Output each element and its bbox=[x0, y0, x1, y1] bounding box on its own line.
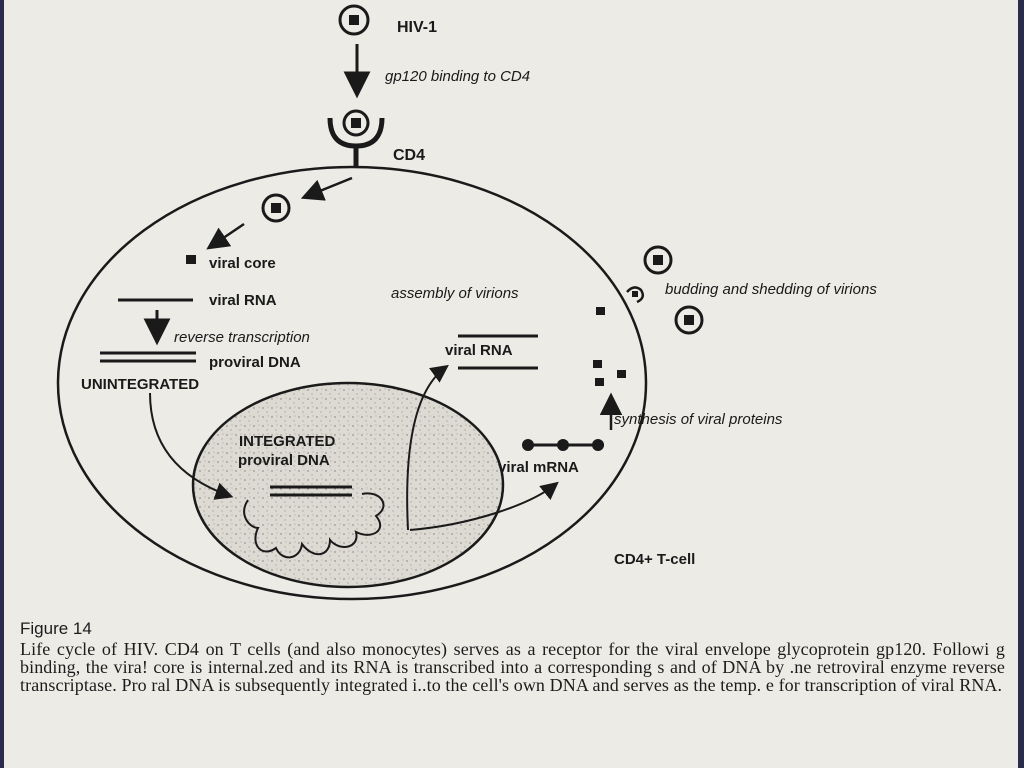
assembled-virion-mark bbox=[596, 307, 605, 315]
viral-mrna-label: viral mRNA bbox=[498, 459, 579, 476]
viral-rna-left-label: viral RNA bbox=[209, 292, 277, 309]
budding-label: budding and shedding of virions bbox=[665, 281, 877, 298]
unintegrated-label: UNINTEGRATED bbox=[81, 376, 199, 393]
integration-arrow bbox=[149, 392, 234, 500]
budding-virion bbox=[626, 286, 645, 304]
internalized-virion bbox=[261, 193, 291, 223]
cd4-receptor bbox=[327, 109, 385, 168]
nucleus bbox=[191, 381, 505, 589]
rna-export-arrow bbox=[406, 364, 449, 531]
caption-title: Figure 14 bbox=[20, 619, 92, 638]
cell-type-label: CD4+ T-cell bbox=[614, 551, 695, 568]
viral-core-label: viral core bbox=[209, 255, 276, 272]
viral-protein-mark bbox=[593, 360, 602, 368]
right-frame-edge bbox=[1018, 0, 1024, 768]
caption-body: Life cycle of HIV. CD4 on T cells (and a… bbox=[20, 639, 1005, 695]
gp120-binding-label: gp120 binding to CD4 bbox=[385, 68, 530, 85]
integrated-proviral-dna-label: proviral DNA bbox=[238, 452, 330, 469]
integrated-label: INTEGRATED bbox=[239, 433, 336, 450]
left-frame-edge bbox=[0, 0, 4, 768]
proviral-dna-label: proviral DNA bbox=[209, 354, 301, 371]
reverse-transcription-label: reverse transcription bbox=[174, 329, 310, 346]
assembly-label: assembly of virions bbox=[391, 285, 519, 302]
shed-virion-1 bbox=[643, 245, 673, 275]
viral-mrna-polysome bbox=[522, 439, 604, 451]
viral-core-mark bbox=[186, 255, 196, 264]
entry-arrow-1 bbox=[300, 176, 353, 201]
hiv-life-cycle-diagram: HIV-1 gp120 binding to CD4 CD4 viral cor… bbox=[56, 4, 877, 601]
cell-membrane bbox=[56, 165, 648, 601]
figure-caption: Figure 14 Life cycle of HIV. CD4 on T ce… bbox=[20, 619, 1005, 695]
mrna-export-arrow bbox=[409, 481, 559, 531]
viral-rna-right-label: viral RNA bbox=[445, 342, 513, 359]
synthesis-label: synthesis of viral proteins bbox=[614, 411, 783, 428]
hiv1-label: HIV-1 bbox=[397, 19, 437, 36]
cd4-label: CD4 bbox=[393, 147, 425, 164]
entry-arrow-2 bbox=[206, 222, 245, 250]
shed-virion-2 bbox=[674, 305, 704, 335]
hiv-virion-top bbox=[338, 4, 370, 36]
host-chromosome bbox=[243, 492, 385, 559]
viral-protein-mark bbox=[617, 370, 626, 378]
viral-protein-mark bbox=[595, 378, 604, 386]
